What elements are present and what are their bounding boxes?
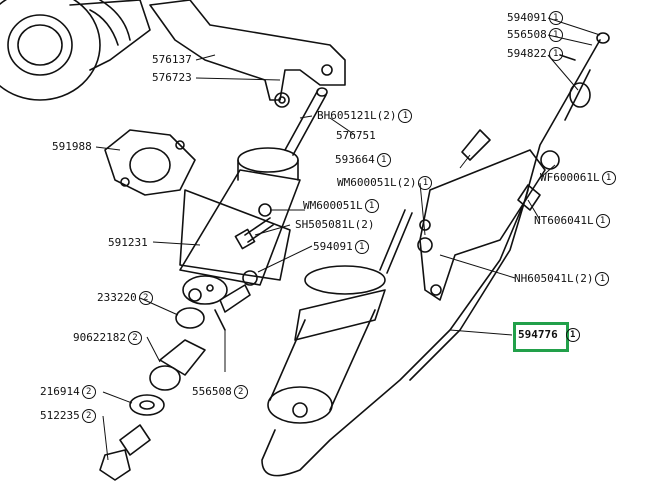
qty-badge: 1 (595, 214, 610, 228)
part-label: 591988 (52, 140, 92, 153)
part-number: 556508 (192, 385, 232, 398)
part-number: 593664 (335, 153, 375, 166)
part-number: WM600051L(2) (337, 176, 417, 189)
qty-badge: 1 (548, 28, 563, 42)
part-number: 556508 (507, 28, 547, 41)
part-number: 576137 (152, 53, 192, 66)
part-label-highlighted[interactable]: 594776 1 (518, 328, 580, 342)
part-number: 90622182 (73, 331, 126, 344)
lower-cylinder-drawing (267, 209, 413, 424)
qty-badge: 1 (565, 328, 580, 342)
part-label: 576751 (336, 129, 376, 142)
part-number: 594822 (507, 47, 547, 60)
part-number: 591988 (52, 140, 92, 153)
pushrod-drawing (284, 87, 328, 156)
part-number: 594091 (313, 240, 353, 253)
part-number: NH605041L(2) (514, 272, 594, 285)
part-number[interactable]: 594776 (518, 328, 558, 341)
qty-badge: 1 (376, 153, 391, 167)
part-label: 591231 (108, 236, 148, 249)
part-label: SH505081L(2) (295, 218, 374, 231)
qty-badge: 1 (595, 272, 610, 286)
fitting-chain-drawing (99, 307, 206, 481)
qty-badge: 1 (548, 11, 563, 25)
leader-lines (95, 17, 601, 461)
part-label: WM600051L(2)1 (337, 176, 433, 190)
part-label: 576723 (152, 71, 192, 84)
gasket-drawing (104, 129, 196, 196)
qty-badge: 1 (364, 199, 379, 213)
release-arm-drawing (149, 0, 346, 108)
clutch-housing-drawing (0, 0, 151, 101)
bolt-drawing (214, 217, 274, 331)
part-number: WF600061L (540, 171, 600, 184)
part-number: 216914 (40, 385, 80, 398)
qty-badge: 2 (138, 291, 153, 305)
part-number: SH505081L(2) (295, 218, 375, 231)
qty-badge: 2 (233, 385, 248, 399)
upper-cylinder-drawing (179, 147, 301, 305)
part-number: 591231 (108, 236, 148, 249)
part-number: NT606041L (534, 214, 594, 227)
hydraulic-pipe-drawing (261, 32, 610, 477)
qty-badge: 2 (127, 331, 142, 345)
part-number: 233220 (97, 291, 137, 304)
part-number: 576723 (152, 71, 192, 84)
qty-badge: 2 (81, 385, 96, 399)
part-label: NH605041L(2)1 (514, 272, 610, 286)
part-number: BH605121L(2) (317, 109, 397, 122)
qty-badge: 1 (548, 47, 563, 61)
bracket-drawing (417, 149, 546, 301)
part-number: 512235 (40, 409, 80, 422)
qty-badge: 1 (418, 176, 433, 190)
qty-badge: 1 (601, 171, 616, 185)
part-number: 594091 (507, 11, 547, 24)
part-label: 576137 (152, 53, 192, 66)
part-number: WM600051L (303, 199, 363, 212)
qty-badge: 2 (81, 409, 96, 423)
qty-badge: 1 (398, 109, 413, 123)
qty-badge: 1 (354, 240, 369, 254)
part-label: BH605121L(2)1 (317, 109, 413, 123)
part-number: 576751 (336, 129, 376, 142)
